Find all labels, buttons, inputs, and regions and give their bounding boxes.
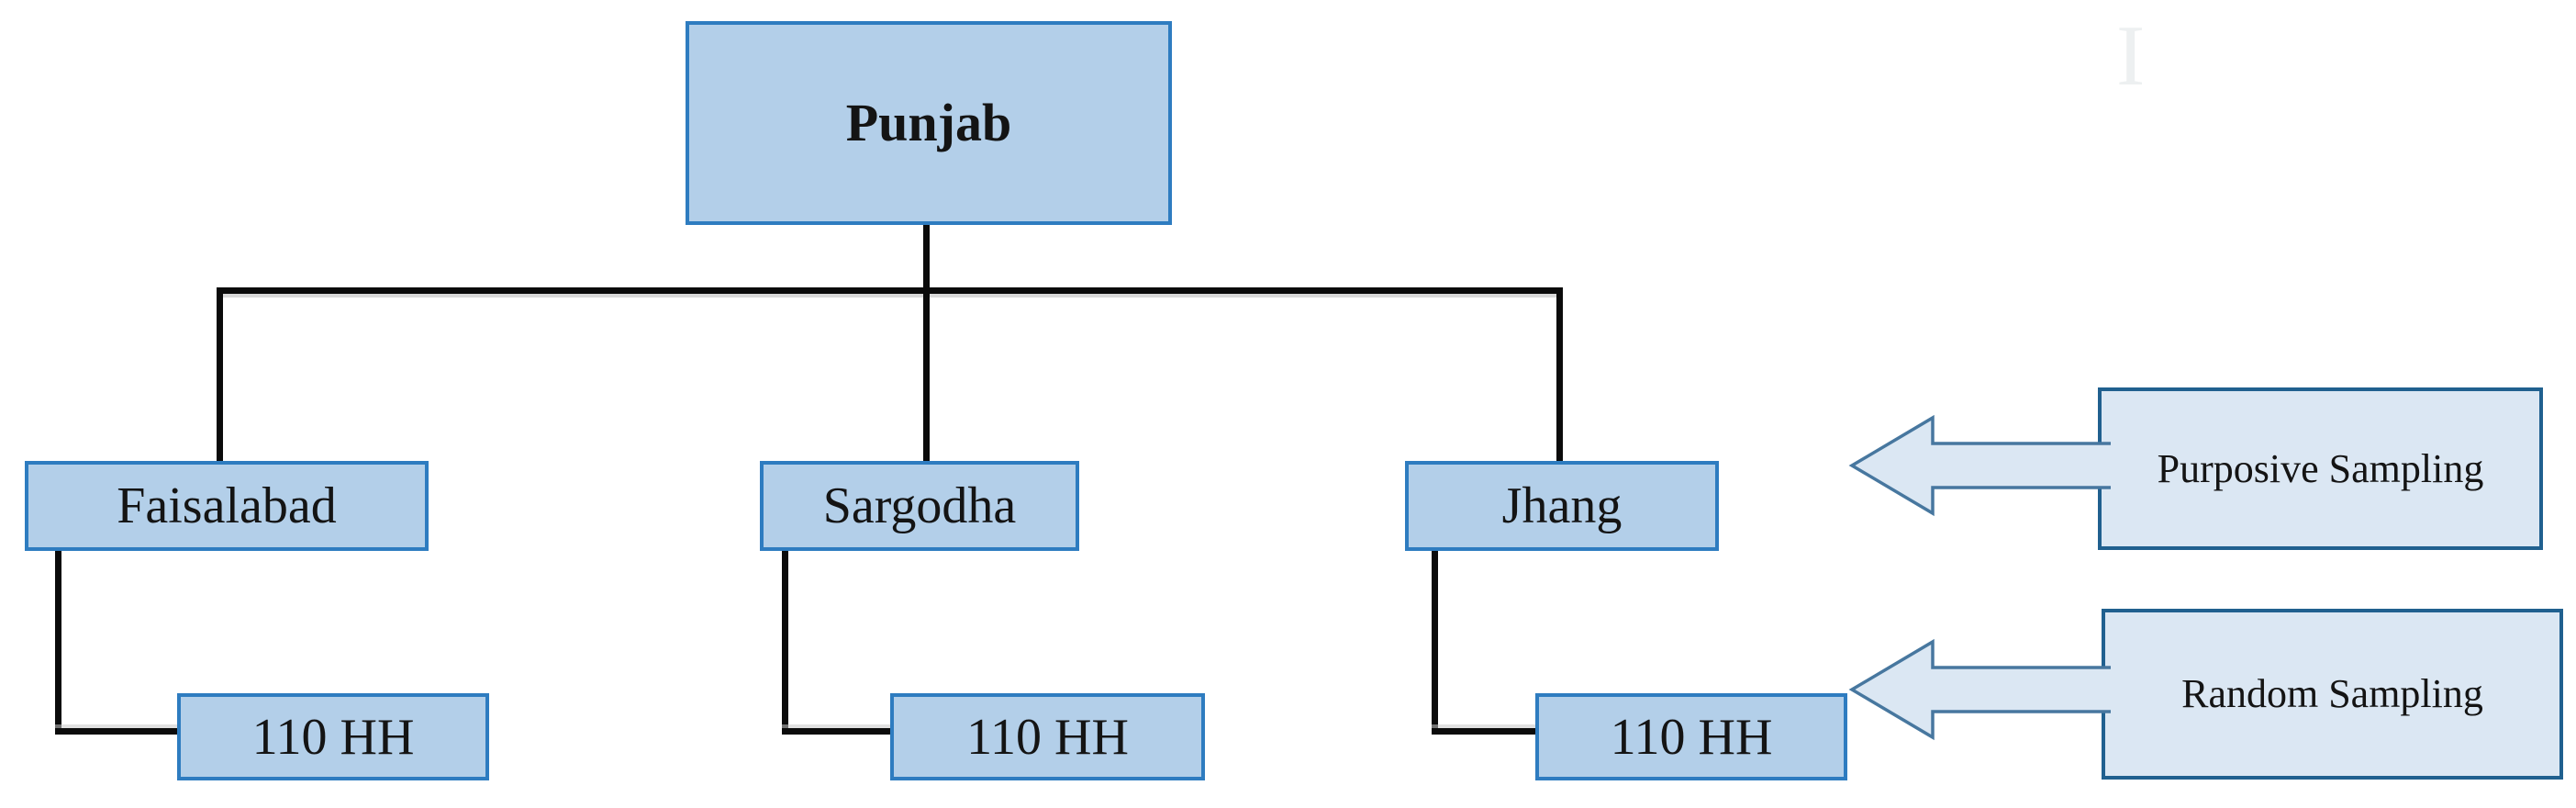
- elbow-horizontal-jhang: [1432, 728, 1538, 735]
- elbow-horizontal-sargodha: [782, 728, 893, 735]
- node-faisalabad: Faisalabad: [25, 461, 429, 551]
- connector-main-horizontal: [217, 287, 1563, 294]
- node-households-jhang-label: 110 HH: [1610, 708, 1773, 766]
- node-sargodha: Sargodha: [760, 461, 1079, 551]
- node-sargodha-label: Sargodha: [822, 477, 1017, 534]
- node-households-faisalabad: 110 HH: [177, 693, 489, 780]
- connector-drop-jhang: [1556, 287, 1563, 463]
- node-jhang-label: Jhang: [1501, 477, 1623, 534]
- random-left-arrow-icon: [1848, 638, 2111, 741]
- node-jhang: Jhang: [1405, 461, 1719, 551]
- node-faisalabad-label: Faisalabad: [117, 477, 337, 534]
- purposive-left-arrow-icon: [1848, 414, 2111, 517]
- elbow-vertical-sargodha: [782, 549, 788, 735]
- node-households-jhang: 110 HH: [1535, 693, 1847, 780]
- callout-random-sampling: Random Sampling: [2102, 609, 2563, 780]
- callout-purposive-sampling-label: Purposive Sampling: [2157, 445, 2484, 491]
- text-cursor-artifact: I: [2116, 8, 2146, 104]
- elbow-horizontal-faisalabad: [55, 728, 180, 735]
- elbow-vertical-jhang: [1432, 549, 1438, 735]
- connector-drop-sargodha: [923, 287, 930, 463]
- node-punjab: Punjab: [686, 21, 1172, 225]
- node-households-sargodha: 110 HH: [890, 693, 1205, 780]
- node-punjab-label: Punjab: [845, 93, 1012, 152]
- node-households-faisalabad-label: 110 HH: [251, 708, 415, 766]
- connector-root-stub: [923, 225, 930, 292]
- callout-purposive-sampling: Purposive Sampling: [2098, 387, 2543, 550]
- node-households-sargodha-label: 110 HH: [966, 708, 1129, 766]
- elbow-vertical-faisalabad: [55, 549, 61, 735]
- callout-random-sampling-label: Random Sampling: [2181, 671, 2483, 716]
- connector-drop-faisalabad: [217, 287, 223, 463]
